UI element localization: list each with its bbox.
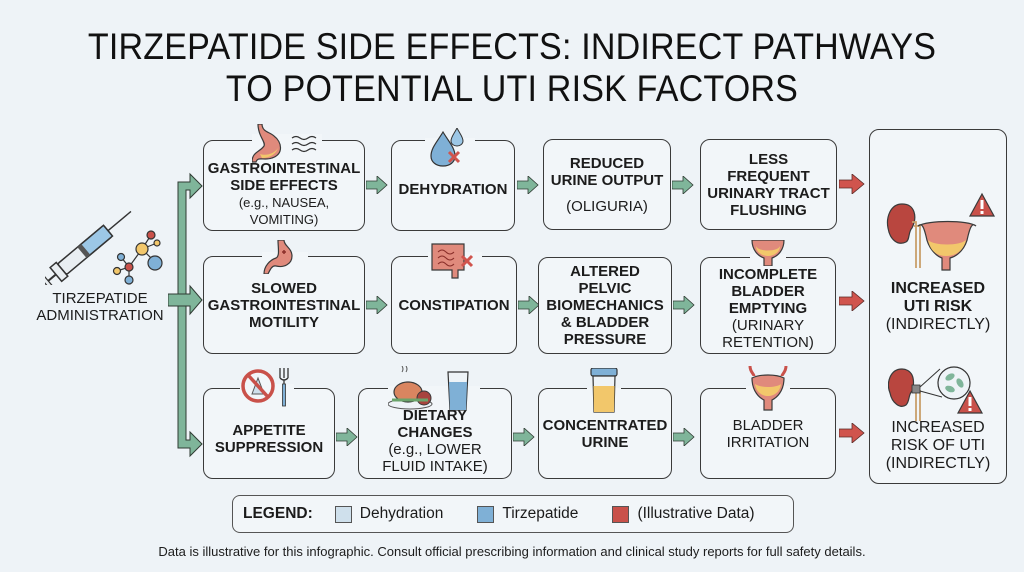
legend-item-tirzepatide: Tirzepatide [477,505,578,523]
arrow-r2-2 [518,296,540,314]
arrow-r2-3 [673,296,695,314]
urine-sample-cup-icon [587,368,621,413]
arrow-r1-3 [672,176,694,194]
legend-swatch-tirzepatide [477,505,495,523]
step-incomplete-bladder-emptying: INCOMPLETE BLADDER EMPTYING (URINARY RET… [700,257,836,354]
step-slowed-gi-motility: SLOWED GASTROINTESTINAL MOTILITY [203,256,365,354]
step-dietary-changes: DIETARY CHANGES (e.g., LOWER FLUID INTAK… [358,388,512,479]
arrow-r3-1 [336,428,358,446]
legend-item-dehydration: Dehydration [334,505,443,523]
step-altered-pelvic-biomechanics: ALTERED PELVIC BIOMECHANICS & BLADDER PR… [538,257,672,354]
arrow-r1-2 [517,176,539,194]
outcome-panel: INCREASED UTI RISK (INDIRECTLY) INCREASE… [869,129,1007,484]
kidney-bladder-warning-icon [886,192,996,271]
intestine-x-icon [428,243,482,279]
food-water-glass-icon [388,366,480,411]
legend-swatch-illustrative [612,505,630,523]
legend-title: LEGEND: [243,505,313,522]
arrow-r3-4-red [839,423,865,443]
step-dehydration: DEHYDRATION [391,140,515,231]
branch-connector [168,172,203,458]
syringe-molecule-icon [45,210,163,285]
step-appetite-suppression: APPETITE SUPPRESSION [203,388,335,479]
water-drop-x-icon [425,128,475,167]
start-label: TIRZEPATIDE ADMINISTRATION [36,290,164,324]
stomach-slow-icon [262,240,308,274]
legend: LEGEND: Dehydration Tirzepatide (Illustr… [232,495,794,533]
stomach-nausea-icon [252,124,322,163]
arrow-r3-3 [673,428,695,446]
title-line-2: TO POTENTIAL UTI RISK FACTORS [225,68,799,109]
outcome-1-text: INCREASED UTI RISK (INDIRECTLY) [885,280,991,333]
arrow-r1-4-red [839,174,865,194]
bladder-irritation-icon [746,366,790,411]
arrow-r2-1 [366,296,388,314]
outcome-2-text: INCREASED RISK OF UTI (INDIRECTLY) [885,419,991,472]
step-less-frequent-flushing: LESS FREQUENT URINARY TRACT FLUSHING [700,139,837,230]
footer-disclaimer: Data is illustrative for this infographi… [158,544,866,559]
arrow-r1-1 [366,176,388,194]
bladder-icon [750,240,786,266]
arrow-r2-4-red [839,291,865,311]
legend-item-illustrative: (Illustrative Data) [612,505,755,523]
no-food-icon [240,368,294,407]
kidney-bacteria-warning-icon [888,366,984,421]
arrow-r3-2 [513,428,535,446]
step-gi-side-effects: GASTROINTESTINAL SIDE EFFECTS (e.g., NAU… [203,140,365,231]
step-reduced-urine-output: REDUCED URINE OUTPUT (OLIGURIA) [543,139,671,230]
legend-swatch-dehydration [334,505,352,523]
page-title: TIRZEPATIDE SIDE EFFECTS: INDIRECT PATHW… [41,26,983,110]
title-line-1: TIRZEPATIDE SIDE EFFECTS: INDIRECT PATHW… [87,26,937,67]
